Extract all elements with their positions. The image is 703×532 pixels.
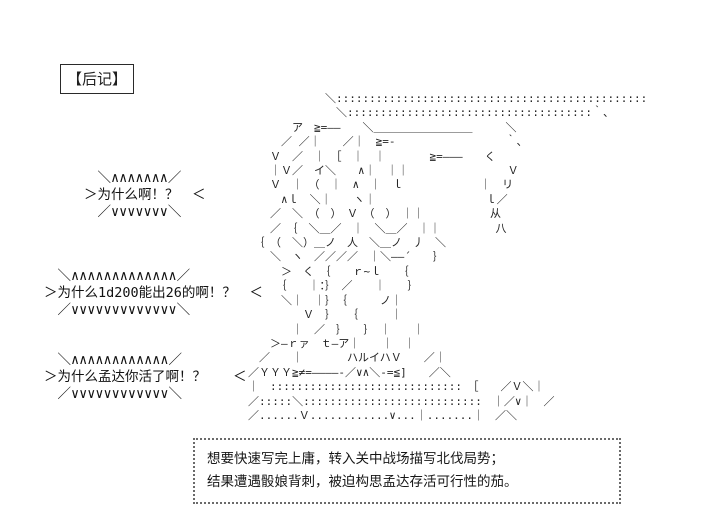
speech-bubble-dice-roll: ＼∧∧∧∧∧∧∧∧∧∧∧∧∧／ ＞为什么1d200能出26的啊！？ ＜ ／∨∨∨… (44, 268, 263, 318)
ascii-art-character: ＼:::::::::::::::::::::::::::::::::::::::… (248, 92, 648, 422)
author-note-line-1: 想要快速写完上庸，转入关中战场描写北伐局势； (207, 451, 504, 467)
author-note-box: 想要快速写完上庸，转入关中战场描写北伐局势； 结果遭遇骰娘背刺，被迫构思孟达存活… (193, 438, 621, 504)
postscript-title: 【后记】 (60, 64, 135, 94)
author-note-line-2: 结果遭遇骰娘背刺，被迫构思孟达存活可行性的茄。 (207, 474, 518, 490)
speech-bubble-why: ＼∧∧∧∧∧∧∧／ ＞为什么啊！？ ＜ ／∨∨∨∨∨∨∨＼ (84, 170, 206, 220)
speech-bubble-mengda: ＼∧∧∧∧∧∧∧∧∧∧∧∧／ ＞为什么孟达你活了啊！？ ＜ ／∨∨∨∨∨∨∨∨∨… (44, 352, 247, 402)
